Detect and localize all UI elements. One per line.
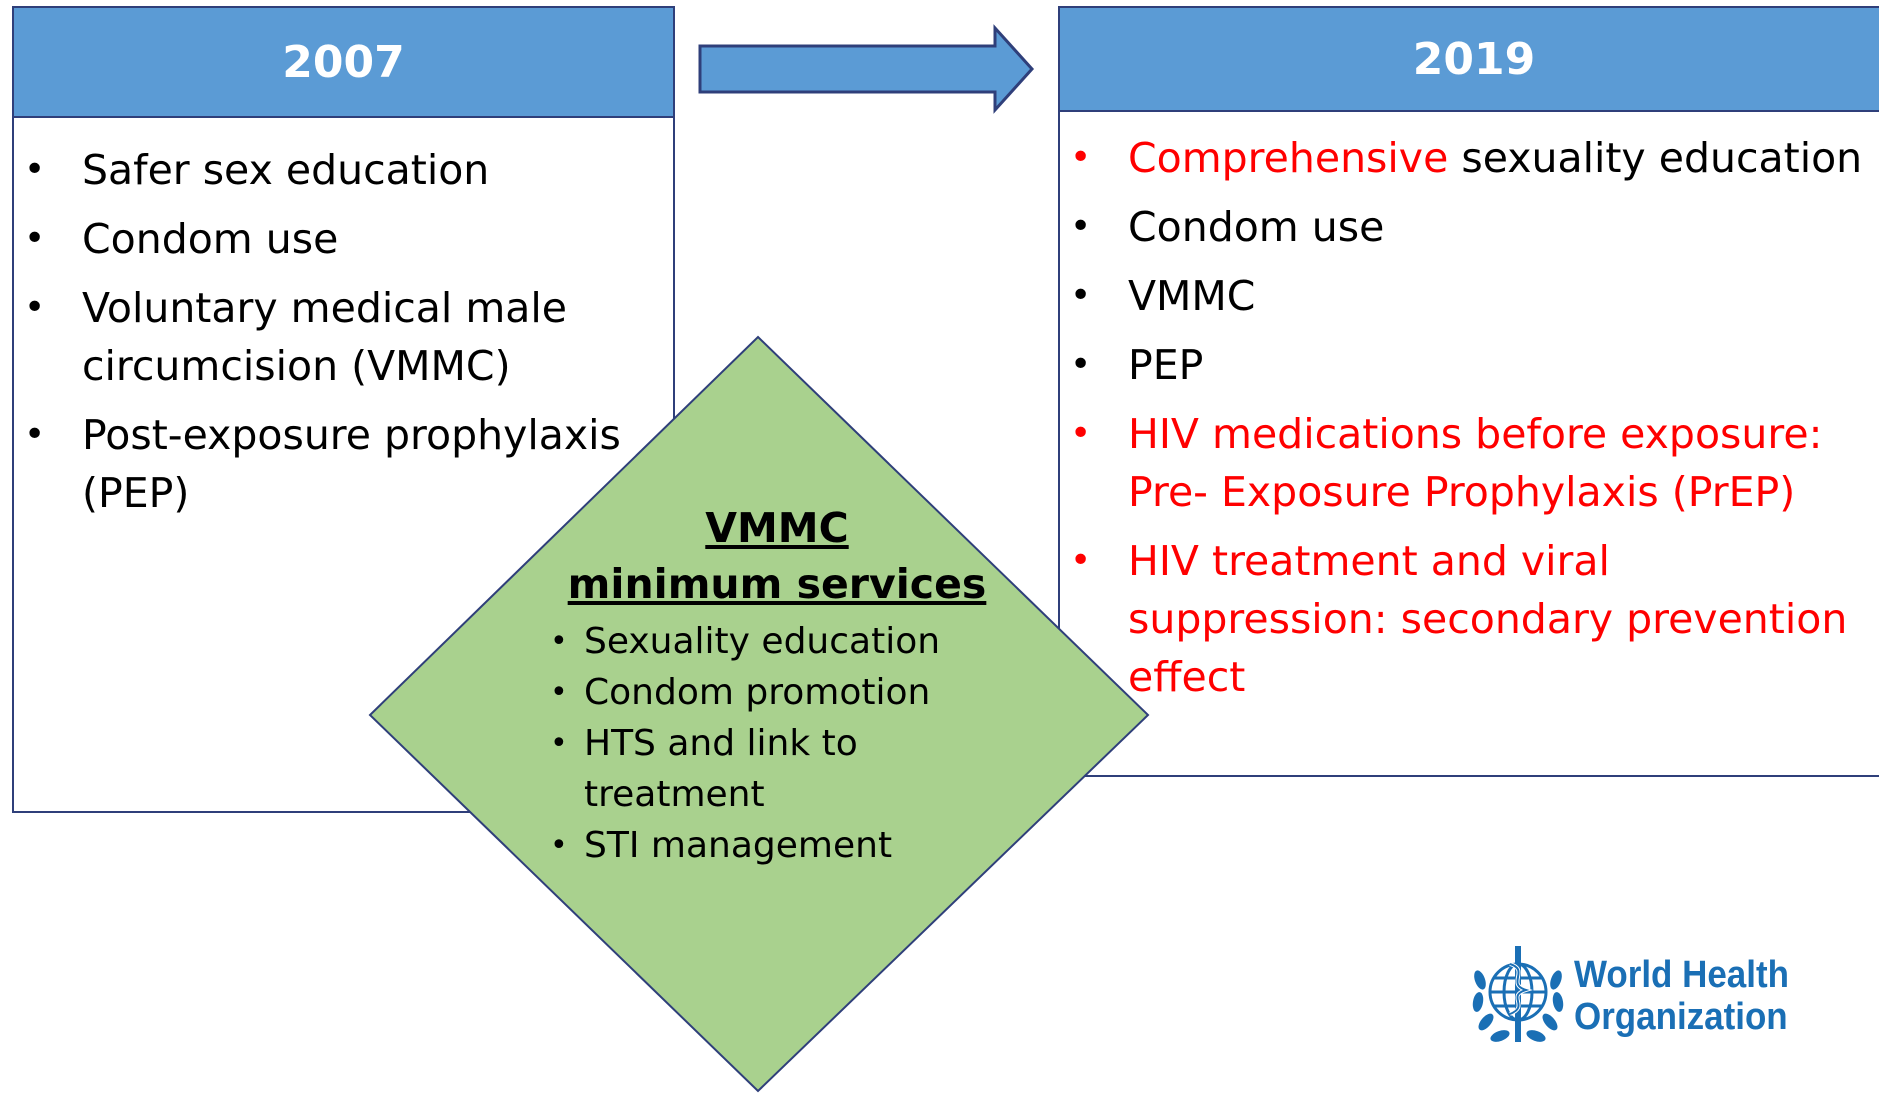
who-emblem-icon [1472,946,1564,1042]
list-item: •HIV medications before exposure:Pre- Ex… [1070,410,1823,516]
list-item: •PEP [1070,341,1204,389]
list-item: •Safer sex education [24,146,490,194]
list-item: •Condom promotion [550,672,931,713]
box-2007-list: •Safer sex education •Condom use •Volunt… [14,118,673,522]
list-item: •VMMC [1070,272,1256,320]
list-item: •Comprehensive sexuality education [1070,134,1863,182]
box-2019-header: 2019 [1060,8,1879,112]
list-item: •Condom use [24,215,339,263]
box-2007-header: 2007 [14,8,673,118]
list-item: •Post-exposure prophylaxis(PEP) [24,411,621,517]
diamond-list: •Sexuality education •Condom promotion •… [520,616,1000,871]
vmmc-diamond [368,335,1150,1093]
box-2007: 2007 •Safer sex education •Condom use •V… [12,6,675,813]
list-item: •STI management [550,825,893,866]
list-item: •Condom use [1070,203,1385,251]
list-item: •Sexuality education [550,621,941,662]
box-2019: 2019 •Comprehensive sexuality education … [1058,6,1879,777]
right-arrow-icon [698,24,1035,114]
box-2019-list: •Comprehensive sexuality education •Cond… [1060,112,1879,706]
